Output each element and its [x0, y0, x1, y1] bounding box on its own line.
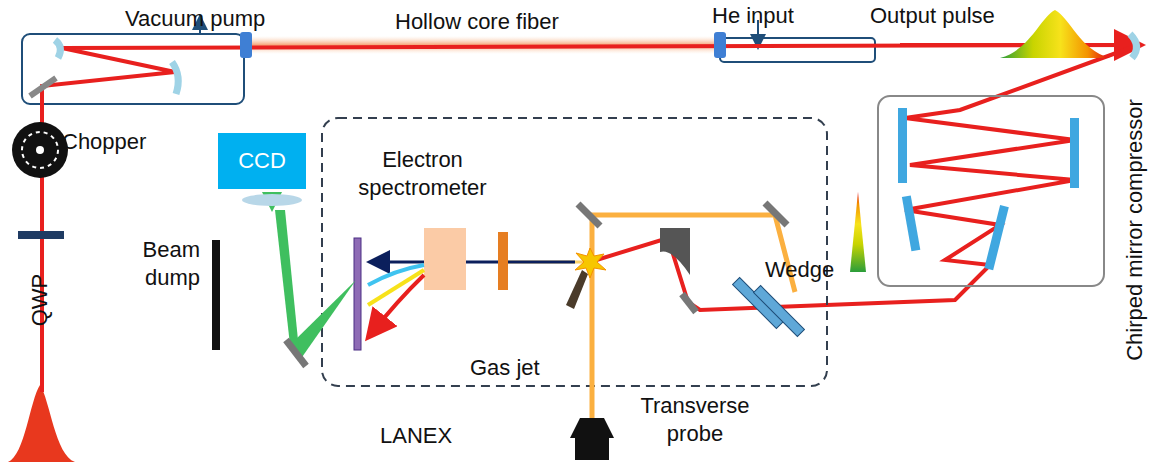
part-label: Beam dump — [100, 236, 200, 291]
part-label: He input — [712, 2, 794, 30]
part-label: Vacuum pump — [125, 5, 265, 33]
part-label: Output pulse — [870, 2, 995, 30]
part-label: Electron spectrometer — [335, 146, 510, 201]
part-label: Gas jet — [470, 354, 540, 382]
part-label: LANEX — [380, 422, 452, 450]
part-label: Transverse probe — [620, 392, 770, 447]
part-label: Chirped mirror compressor — [1121, 99, 1149, 361]
part-label: Hollow core fiber — [395, 8, 559, 36]
node-text: CCD — [238, 148, 286, 174]
part-label: Chopper — [62, 128, 146, 156]
part-label: Wedge — [765, 256, 834, 284]
camera-box: CCD — [218, 133, 306, 189]
part-label: QWP — [26, 274, 54, 327]
